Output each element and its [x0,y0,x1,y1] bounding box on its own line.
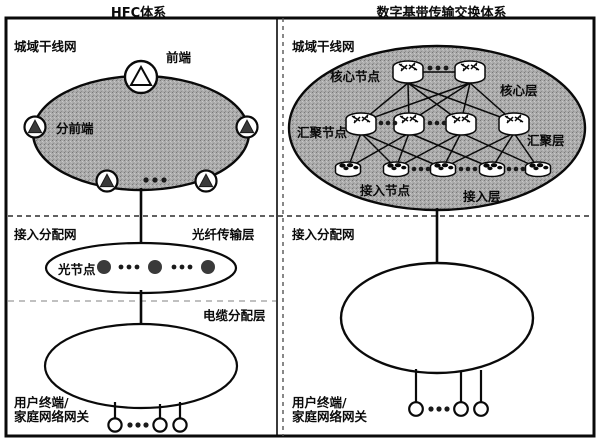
dbb-access-node-2 [382,161,410,178]
hfc-cable-ellipse [43,322,239,410]
hfc-optical-node-1 [97,260,111,274]
dbb-access-ellipsis-2 [458,166,478,172]
dbb-agg-node-4 [498,112,530,136]
dbb-core-ellipsis [427,65,449,71]
hfc-sub-headend-node-2 [235,115,259,139]
hfc-terminal-2 [152,417,168,433]
hfc-access-network-label: 接入分配网 [14,227,77,242]
dbb-access-node-5 [524,161,552,178]
hfc-terminal-label: 用户终端/ 家庭网络网关 [14,395,90,424]
hfc-sub-headend-node-1 [23,115,47,139]
hfc-terminal-3 [172,417,188,433]
dbb-agg-node-label: 汇聚节点 [297,125,348,140]
dbb-agg-node-1 [345,112,377,136]
hfc-fiber-layer-label: 光纤传输层 [192,227,255,242]
dbb-terminal-2 [453,401,469,417]
hfc-sub-headend-label: 分前端 [56,121,94,136]
hfc-optical-node-2 [148,260,162,274]
hfc-sub-headend-node-4 [194,169,218,193]
dbb-terminal-3 [473,401,489,417]
hfc-sub-headend-node-3 [95,169,119,193]
outer-frame [4,16,596,438]
hfc-trunk-network-label: 城域干线网 [14,39,77,54]
hfc-optical-ellipsis-2 [171,264,193,270]
dbb-terminal-1 [408,401,424,417]
hfc-optical-ellipsis-1 [118,264,140,270]
dbb-core-layer-label: 核心层 [500,83,538,98]
hfc-terminal-ellipsis [127,422,149,428]
dbb-terminal-label: 用户终端/ 家庭网络网关 [292,395,368,424]
hfc-cloud-ellipsis [143,177,167,183]
dbb-agg-ellipsis-2 [427,120,447,126]
dbb-access-layer-label: 接入层 [463,189,501,204]
dbb-core-node-2 [454,60,486,84]
dbb-agg-access-links [347,132,539,169]
dbb-agg-node-3 [445,112,477,136]
dbb-core-node-1 [392,60,424,84]
dbb-access-node-1 [334,161,362,178]
dbb-access-node-label: 接入节点 [360,183,411,198]
dbb-agg-ellipsis-1 [378,120,398,126]
dbb-core-node-label: 核心节点 [330,69,381,84]
hfc-optical-node-3 [201,260,215,274]
dbb-access-node-4 [478,161,506,178]
dbb-access-node-3 [429,161,457,178]
dbb-agg-node-2 [393,112,425,136]
hfc-terminal-1 [107,417,123,433]
hfc-cable-layer-label: 电缆分配层 [203,308,266,323]
dbb-access-ellipsis-3 [506,166,526,172]
dbb-terminal-ellipsis [428,406,450,412]
dbb-access-network-label: 接入分配网 [292,227,355,242]
dbb-access-ellipse [339,261,535,375]
dbb-access-ellipsis-1 [411,166,431,172]
dbb-agg-layer-label: 汇聚层 [527,133,565,148]
hfc-optical-node-label: 光节点 [58,262,96,277]
hfc-headend-node [123,59,159,95]
hfc-headend-label: 前端 [166,50,192,65]
dbb-trunk-network-label: 城域干线网 [292,39,355,54]
